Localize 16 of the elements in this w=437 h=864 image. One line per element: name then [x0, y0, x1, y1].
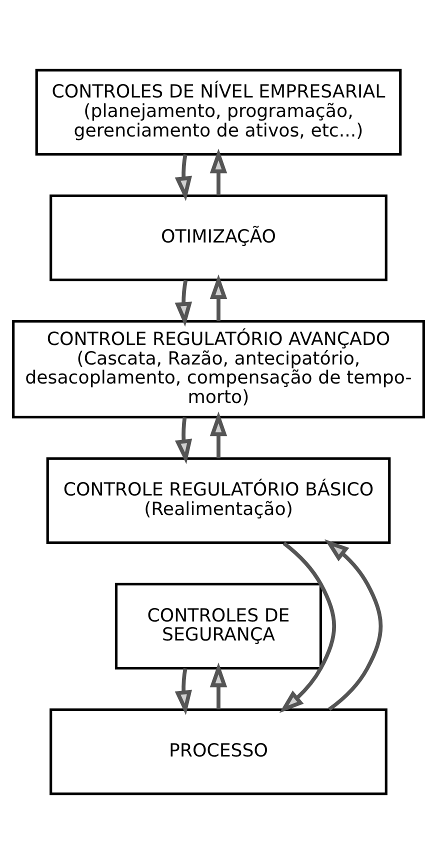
arrow	[174, 668, 192, 716]
arrow	[279, 542, 336, 713]
arrow	[210, 662, 228, 710]
arrow	[210, 411, 228, 458]
node-box: OTIMIZAÇÃO	[50, 194, 388, 282]
node-box: CONTROLES DE NÍVEL EMPRESARIAL (planejamento, programação, gerenciamento de ativos, etc...)	[35, 68, 402, 156]
node-box: CONTROLE REGULATÓRIO AVANÇADO (Cascata, Razão, antecipatório, desacoplamento, compensação de tempo-morto)	[12, 320, 425, 418]
arrow	[174, 154, 192, 202]
arrow	[174, 280, 192, 327]
arrow	[174, 417, 192, 464]
arrow	[210, 148, 228, 196]
node-box: CONTROLES DE SEGURANÇA	[114, 582, 322, 670]
arrow	[210, 274, 228, 321]
node-box: PROCESSO	[50, 708, 388, 796]
node-box: CONTROLE REGULATÓRIO BÁSICO (Realimentação)	[46, 457, 391, 544]
arrow	[324, 539, 383, 712]
